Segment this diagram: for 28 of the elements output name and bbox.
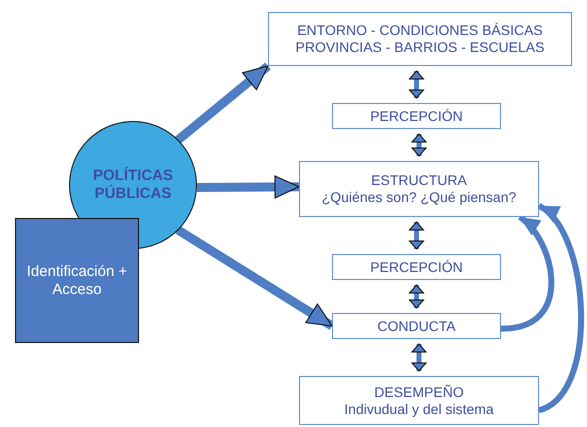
process-box <box>332 254 501 280</box>
process-box <box>332 313 501 339</box>
double-arrow <box>409 284 424 308</box>
block-arrow <box>174 62 271 144</box>
box-title: PERCEPCIÓN <box>370 258 463 276</box>
process-box <box>268 12 572 66</box>
box-subtitle: Indivudual y del sistema <box>344 400 494 418</box>
double-arrow <box>409 222 424 250</box>
double-arrow <box>409 70 424 98</box>
process-box <box>299 376 539 425</box>
process-box <box>332 103 501 129</box>
curved-arrow <box>537 203 584 413</box>
identification-box <box>15 218 139 343</box>
process-box <box>299 161 539 217</box>
double-arrow <box>412 134 426 156</box>
box-title: ESTRUCTURA <box>371 172 467 189</box>
box-title: Identificación + Acceso <box>26 262 128 298</box>
block-arrow <box>175 226 334 330</box>
double-arrow <box>412 344 426 372</box>
box-title: DESEMPEÑO <box>374 384 464 400</box>
box-subtitle: PROVINCIAS - BARRIOS - ESCUELAS <box>296 39 544 56</box>
box-title: CONDUCTA <box>377 318 456 334</box>
box-subtitle: ¿Quiénes son? ¿Qué piensan? <box>322 189 516 206</box>
curved-arrow <box>500 214 554 332</box>
box-title: ENTORNO - CONDICIONES BÁSICAS <box>297 22 543 39</box>
block-arrow <box>196 175 300 198</box>
box-title: POLÍTICAS PÚBLICAS <box>92 167 174 203</box>
box-title: PERCEPCIÓN <box>370 108 463 124</box>
